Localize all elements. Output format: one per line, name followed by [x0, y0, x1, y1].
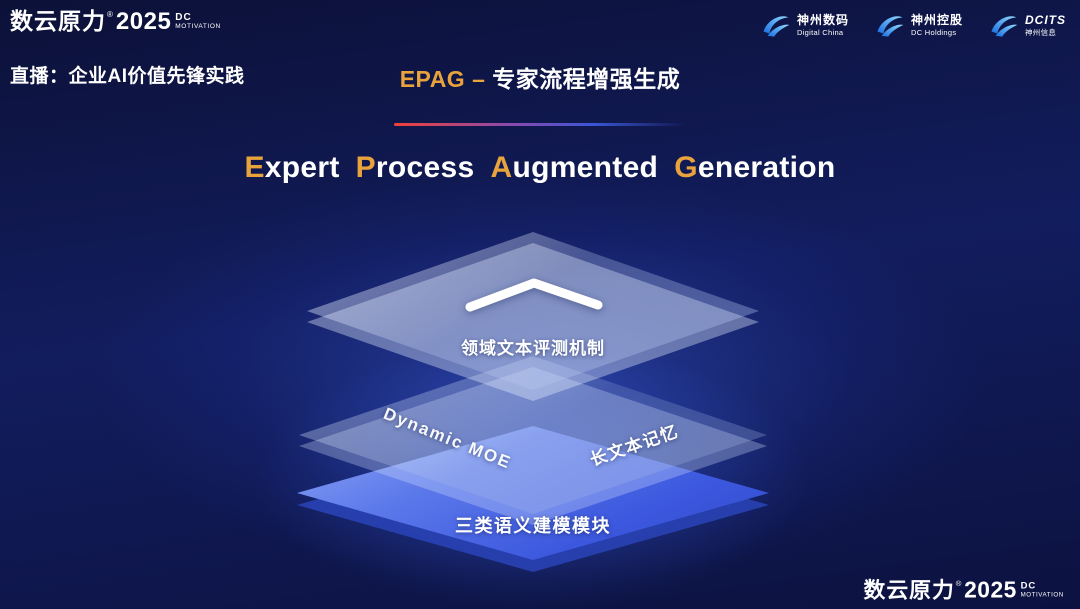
partner-logo-name: 神州数码	[796, 13, 849, 28]
partner-logo-subtitle: 神州信息	[1025, 27, 1057, 37]
partner-logo-name: DCITS	[1025, 13, 1066, 28]
dc-holdings-swoosh-icon	[877, 16, 904, 37]
title-word: Process	[356, 151, 475, 184]
title-rest: rocess	[375, 151, 475, 184]
partner-logo-digital-china: 神州数码 Digital China	[761, 10, 849, 40]
title-rest: xpert	[264, 151, 340, 184]
partner-logo-subtitle: DC Holdings	[910, 27, 957, 37]
partner-logo-subtitle: Digital China	[796, 27, 844, 37]
partner-logo-name: 神州控股	[910, 13, 963, 28]
gradient-divider	[394, 123, 686, 126]
slide-title-separator: –	[465, 66, 493, 92]
brand-name: 数云原力	[10, 8, 106, 34]
slide-title: EPAG – 专家流程增强生成	[400, 60, 681, 94]
brand-tagline: DC MOTIVATION	[175, 10, 220, 31]
chevron-up-icon	[465, 278, 603, 312]
dcits-swoosh-icon	[991, 16, 1018, 37]
title-initial: P	[355, 151, 376, 184]
brand-name: 数云原力	[863, 577, 955, 602]
partner-logo-text: 神州数码 Digital China	[797, 13, 849, 36]
slide-title-subtitle: 专家流程增强生成	[492, 66, 681, 92]
main-title: Expert Process Augmented Generation	[0, 151, 1080, 185]
title-word: Expert	[244, 151, 339, 184]
brand-logo: 数云原力 ® 2025 DC MOTIVATION	[10, 10, 221, 34]
partner-logos: 神州数码 Digital China 神州控股 DC Holdings DCIT…	[761, 10, 1066, 40]
brand-tag-top: DC	[175, 12, 192, 23]
slide-title-acronym: EPAG	[399, 66, 466, 92]
registered-mark: ®	[955, 579, 962, 588]
brand-tag-bottom: MOTIVATION	[175, 23, 221, 30]
bottom-layer-label: 三类语义建模模块	[455, 516, 611, 536]
digital-china-swoosh-icon	[763, 16, 790, 37]
registered-mark: ®	[107, 10, 113, 19]
title-word: Generation	[674, 151, 835, 184]
brand-tagline: DC MOTIVATION	[1021, 579, 1064, 598]
partner-logo-text: DCITS 神州信息	[1025, 13, 1066, 36]
footer-brand-logo: 数云原力 ® 2025 DC MOTIVATION	[864, 579, 1064, 602]
live-stream-label: 直播：企业AI价值先锋实践	[10, 66, 245, 87]
brand-year: 2025	[964, 577, 1017, 603]
title-initial: A	[490, 151, 513, 184]
brand-year: 2025	[115, 8, 172, 35]
title-word: Augmented	[490, 151, 658, 184]
title-rest: ugmented	[512, 151, 659, 184]
title-rest: eneration	[697, 151, 836, 184]
brand-tag-top: DC	[1020, 581, 1037, 592]
partner-logo-dc-holdings: 神州控股 DC Holdings	[875, 10, 963, 40]
brand-tag-bottom: MOTIVATION	[1020, 591, 1064, 599]
title-initial: E	[244, 151, 265, 184]
top-layer-label: 领域文本评测机制	[461, 339, 605, 358]
title-initial: G	[674, 151, 698, 184]
partner-logo-dcits: DCITS 神州信息	[989, 10, 1066, 40]
partner-logo-text: 神州控股 DC Holdings	[911, 13, 963, 36]
